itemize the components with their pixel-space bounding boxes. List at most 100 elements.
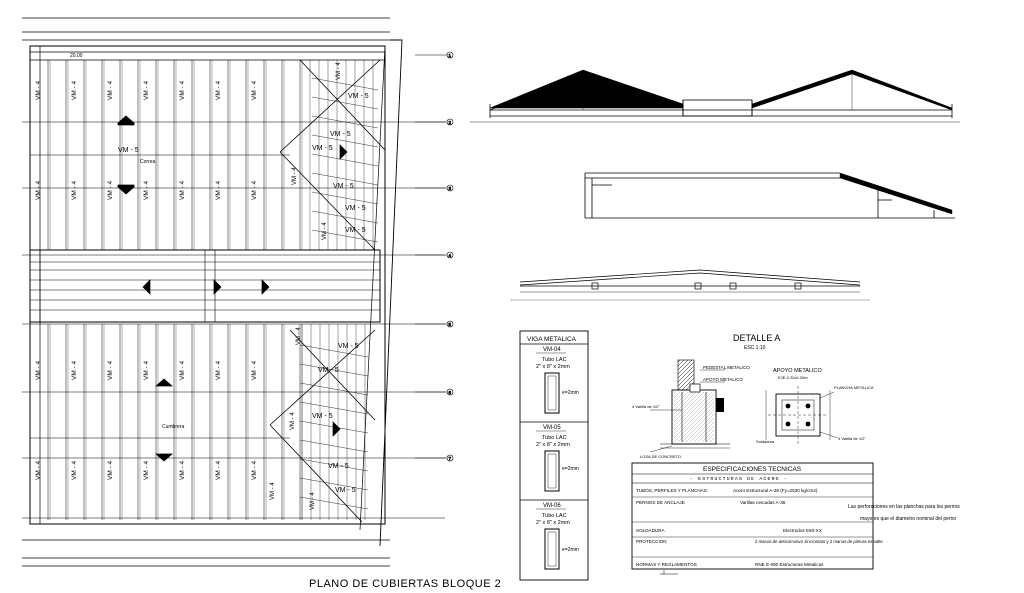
vm4-label: VM - 4 <box>251 360 258 380</box>
hip-rafter <box>311 96 379 110</box>
hip-rafter <box>311 172 379 186</box>
vm4-label: VM - 4 <box>251 460 258 480</box>
detail-right-sub: EJE-0.20x0.20m <box>778 375 808 380</box>
axis-bubbles: 1 2 3 4 5 6 7 <box>415 51 454 461</box>
axis-number: 1 <box>449 53 452 58</box>
vm4-label: VM - 4 <box>296 327 302 345</box>
vm4-label: VM - 4 <box>107 180 114 200</box>
detail-right-title: APOYO METALICO <box>773 368 823 374</box>
beam-table-header: VIGA METALICA <box>527 336 577 343</box>
vm5-label: VM - 5 <box>345 205 366 212</box>
vm4-label: VM - 4 <box>322 222 328 240</box>
spec-label: TUBOS, PERFILES Y PLANCHAS: <box>636 488 708 493</box>
detail-label: Soldadura <box>756 439 775 444</box>
specs-note-line2: mayores que el diametro nominal del pern… <box>860 516 956 522</box>
detail-label: 4 Varilla de 1/2" <box>632 404 660 409</box>
axis-number: 2 <box>449 120 452 125</box>
detail-title: DETALLE A <box>733 333 780 343</box>
vm4-label: VM - 4 <box>290 412 296 430</box>
spec-label: NORMAS Y REGLAMENTOS <box>636 562 697 567</box>
vm4-label: VM - 4 <box>179 180 186 200</box>
vm4-label: VM - 4 <box>143 80 150 100</box>
detail-label: PEDESTAL METALICO <box>703 365 750 370</box>
hip-rafter <box>299 439 369 453</box>
axis-number: 7 <box>449 456 452 461</box>
vm4-label: VM - 4 <box>215 460 222 480</box>
vm5-label: VM - 5 <box>318 367 339 374</box>
elevation-3 <box>510 269 870 301</box>
axis-number: 6 <box>449 390 452 395</box>
specifications-table: ESPECIFICACIONES TECNICAS - ESTRUCTURAS … <box>631 462 960 575</box>
spec-label: SOLDADURA <box>636 528 666 533</box>
vm4-label: VM - 4 <box>143 360 150 380</box>
hip-lines <box>269 59 386 523</box>
hip-rafter <box>311 229 379 243</box>
vm5-label: VM - 5 <box>328 463 349 470</box>
vm4-label: VM - 4 <box>310 492 316 510</box>
section-tag: VM-06 <box>543 503 561 509</box>
hip-rafter <box>311 191 379 205</box>
vm4-label: VM - 4 <box>215 80 222 100</box>
svg-text:20.00: 20.00 <box>70 53 83 59</box>
vm4-label: VM - 4 <box>71 180 78 200</box>
vm5-label: VM - 5 <box>312 145 333 152</box>
vm5-label: VM - 5 <box>345 227 366 234</box>
vm5-label: VM - 5 <box>335 487 356 494</box>
vm4-label: VM - 4 <box>35 80 42 100</box>
vm4-labels: VM - 4 VM - 4 VM - 4 VM - 4 VM - 4 VM - 4 VM -… <box>35 62 342 510</box>
hip-rafter <box>311 210 379 224</box>
vm5-label: VM - 5 <box>312 413 333 420</box>
axis-number: 3 <box>449 186 452 191</box>
tube-label: Tubo LAC <box>542 513 567 519</box>
detail-scale: ESC 1:10 <box>744 345 766 351</box>
hip-rafter <box>311 77 379 91</box>
vm4-label: VM - 4 <box>179 460 186 480</box>
hip-rafter <box>311 115 379 129</box>
hip-rafter <box>311 134 379 148</box>
vm4-label: VM - 4 <box>251 80 258 100</box>
hip-rafter <box>299 496 369 510</box>
hip-rafter <box>311 153 379 167</box>
slope-arrow-markers <box>117 115 348 462</box>
vm4-label: VM - 4 <box>71 360 78 380</box>
beam-section-table: VIGA METALICA VM-04 Tubo LAC 2" x 8" x 2… <box>519 330 589 581</box>
vm4-label: VM - 4 <box>179 80 186 100</box>
detail-label: 4 Varilla de 1/2" <box>838 436 866 441</box>
vm4-label: VM - 4 <box>336 62 342 80</box>
specs-note-line1: Las perforaciones en las planchas para l… <box>848 504 960 510</box>
spec-value: 2 manos de anticorrosivo zincromato y 2 … <box>755 539 883 544</box>
vm4-label: VM - 4 <box>107 80 114 100</box>
spec-label: PROTECCION <box>636 539 667 544</box>
thickness-label: e=2mm <box>562 547 579 553</box>
tube-label: Tubo LAC <box>542 357 567 363</box>
spec-label: PERNOS DE ANCLAJE <box>636 500 685 505</box>
vm4-label: VM - 4 <box>107 460 114 480</box>
elevation-1 <box>470 69 960 123</box>
vm4-label: VM - 4 <box>35 360 42 380</box>
correa-label: Correa <box>140 159 156 165</box>
thickness-label: e=2mm <box>562 390 579 396</box>
section-tag: VM-05 <box>543 425 561 431</box>
specs-subheader: - ESTRUCTURAS DE ACERO - <box>690 476 788 482</box>
vm4-label: VM - 4 <box>215 180 222 200</box>
spec-value: Acero Estructural A-36 (Fy=2530 kg/cm2) <box>733 488 818 493</box>
tube-dims: 2" x 8" x 2mm <box>536 520 570 526</box>
detail-label: APOYO METALICO <box>703 377 743 382</box>
hip-rafter <box>299 477 369 491</box>
vm4-label: VM - 4 <box>35 180 42 200</box>
vm4-label: VM - 4 <box>270 482 276 500</box>
axis-number: 5 <box>449 322 452 327</box>
vm5-label: VM - 5 <box>338 343 359 350</box>
vm5-label: VM - 5 <box>330 131 351 138</box>
vm4-label: VM - 4 <box>35 460 42 480</box>
thickness-label: e=2mm <box>562 466 579 472</box>
vm4-label: VM - 4 <box>292 167 298 185</box>
vm4-label: VM - 4 <box>143 460 150 480</box>
vm4-label: VM - 4 <box>251 180 258 200</box>
tube-dims: 2" x 8" x 2mm <box>536 364 570 370</box>
vm4-label: VM - 4 <box>179 360 186 380</box>
rafter-lines <box>47 60 374 520</box>
hip-rafter <box>299 344 369 358</box>
axis-number: 4 <box>449 253 452 258</box>
